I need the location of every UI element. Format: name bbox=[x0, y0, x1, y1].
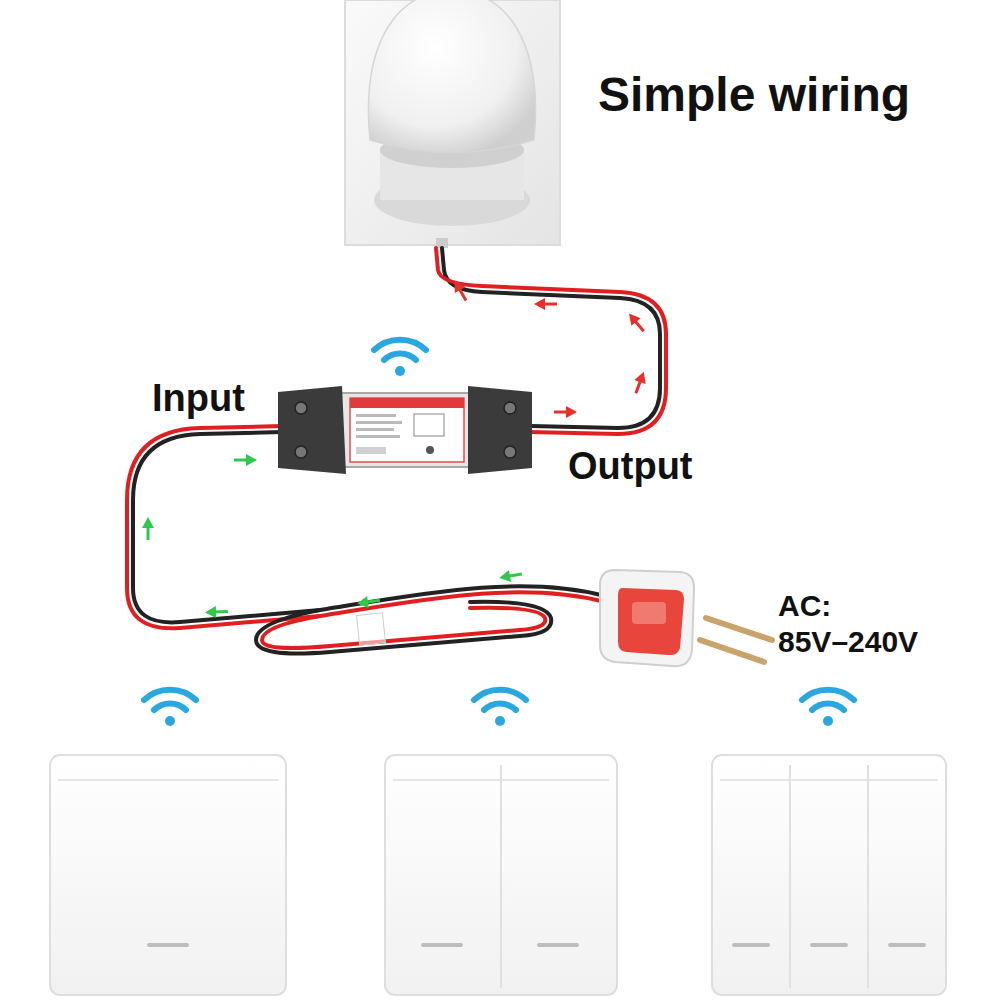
flow-arrow bbox=[534, 298, 557, 310]
input-label: Input bbox=[152, 376, 245, 422]
wifi-icon bbox=[144, 690, 196, 726]
flow-arrow bbox=[205, 606, 228, 619]
flow-arrow bbox=[630, 370, 649, 396]
plug bbox=[600, 570, 772, 666]
flow-arrow bbox=[498, 568, 523, 584]
flow-arrow bbox=[356, 594, 380, 609]
flow-arrow bbox=[449, 277, 471, 303]
output-label: Output bbox=[568, 444, 693, 490]
wall-switch bbox=[385, 755, 617, 995]
lamp bbox=[345, 0, 560, 248]
voltage-label: AC: 85V–240V bbox=[778, 588, 946, 660]
flow-arrow bbox=[234, 454, 257, 466]
wifi-icon bbox=[802, 690, 854, 726]
flow-arrow bbox=[554, 406, 577, 418]
flow-arrow bbox=[624, 310, 648, 335]
flow-arrow bbox=[142, 517, 154, 540]
diagram-title: Simple wiring bbox=[598, 66, 910, 124]
wifi-icon bbox=[474, 690, 526, 726]
relay-module bbox=[278, 386, 532, 474]
wall-switch bbox=[712, 755, 946, 995]
wifi-icon bbox=[374, 340, 426, 376]
wall-switch bbox=[50, 755, 286, 995]
